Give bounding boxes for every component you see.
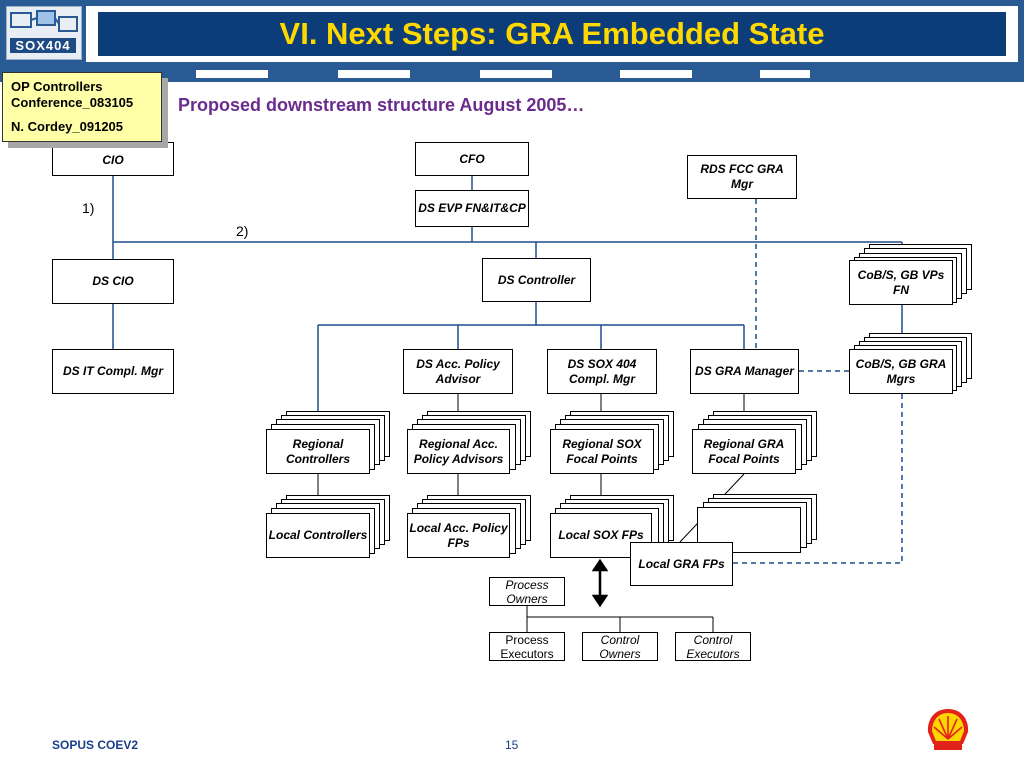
annotation-1: 1) [82, 200, 95, 216]
footer-label: SOPUS COEV2 [52, 738, 139, 752]
node-control-executors: Control Executors [675, 632, 751, 661]
logo-text: SOX404 [10, 38, 76, 53]
node-process-owners: Process Owners [489, 577, 565, 606]
header-tab [760, 70, 810, 78]
node-ds-acc-policy: DS Acc. Policy Advisor [403, 349, 513, 394]
node-ds-gra-mgr: DS GRA Manager [690, 349, 799, 394]
node-cfo: CFO [415, 142, 529, 176]
header-tab [338, 70, 410, 78]
sticky-note: OP Controllers Conference_083105 N. Cord… [2, 72, 162, 142]
header-tab [196, 70, 268, 78]
node-ds-it-compl: DS IT Compl. Mgr [52, 349, 174, 394]
note-line: OP Controllers [11, 79, 103, 94]
node-ds-evp: DS EVP FN&IT&CP [415, 190, 529, 227]
node-process-executors: Process Executors [489, 632, 565, 661]
node-ds-sox404: DS SOX 404 Compl. Mgr [547, 349, 657, 394]
note-line: N. Cordey_091205 [11, 119, 124, 134]
logo-graphic-icon [10, 10, 78, 32]
page-title: VI. Next Steps: GRA Embedded State [98, 12, 1006, 56]
node-cob-vps: CoB/S, GB VPs FN [849, 260, 953, 305]
slide-subtitle: Proposed downstream structure August 200… [178, 95, 585, 115]
node-reg-gra: Regional GRA Focal Points [692, 429, 796, 474]
header-tab [480, 70, 552, 78]
shell-logo-icon [927, 709, 969, 750]
note-line: Conference_083105 [11, 95, 134, 110]
node-cio: CIO [52, 142, 174, 176]
node-local-gra: Local GRA FPs [630, 542, 733, 586]
node-reg-controllers: Regional Controllers [266, 429, 370, 474]
page-number: 15 [505, 738, 519, 752]
annotation-2: 2) [236, 223, 249, 239]
node-control-owners: Control Owners [582, 632, 658, 661]
node-reg-sox: Regional SOX Focal Points [550, 429, 654, 474]
node-rds-fcc: RDS FCC GRA Mgr [687, 155, 797, 199]
node-cob-gra: CoB/S, GB GRA Mgrs [849, 349, 953, 394]
node-ds-controller: DS Controller [482, 258, 591, 302]
node-local-acc-policy: Local Acc. Policy FPs [407, 513, 510, 558]
node-local-controllers: Local Controllers [266, 513, 370, 558]
header-tab [620, 70, 692, 78]
node-ds-cio: DS CIO [52, 259, 174, 304]
node-reg-acc-policy: Regional Acc. Policy Advisors [407, 429, 510, 474]
